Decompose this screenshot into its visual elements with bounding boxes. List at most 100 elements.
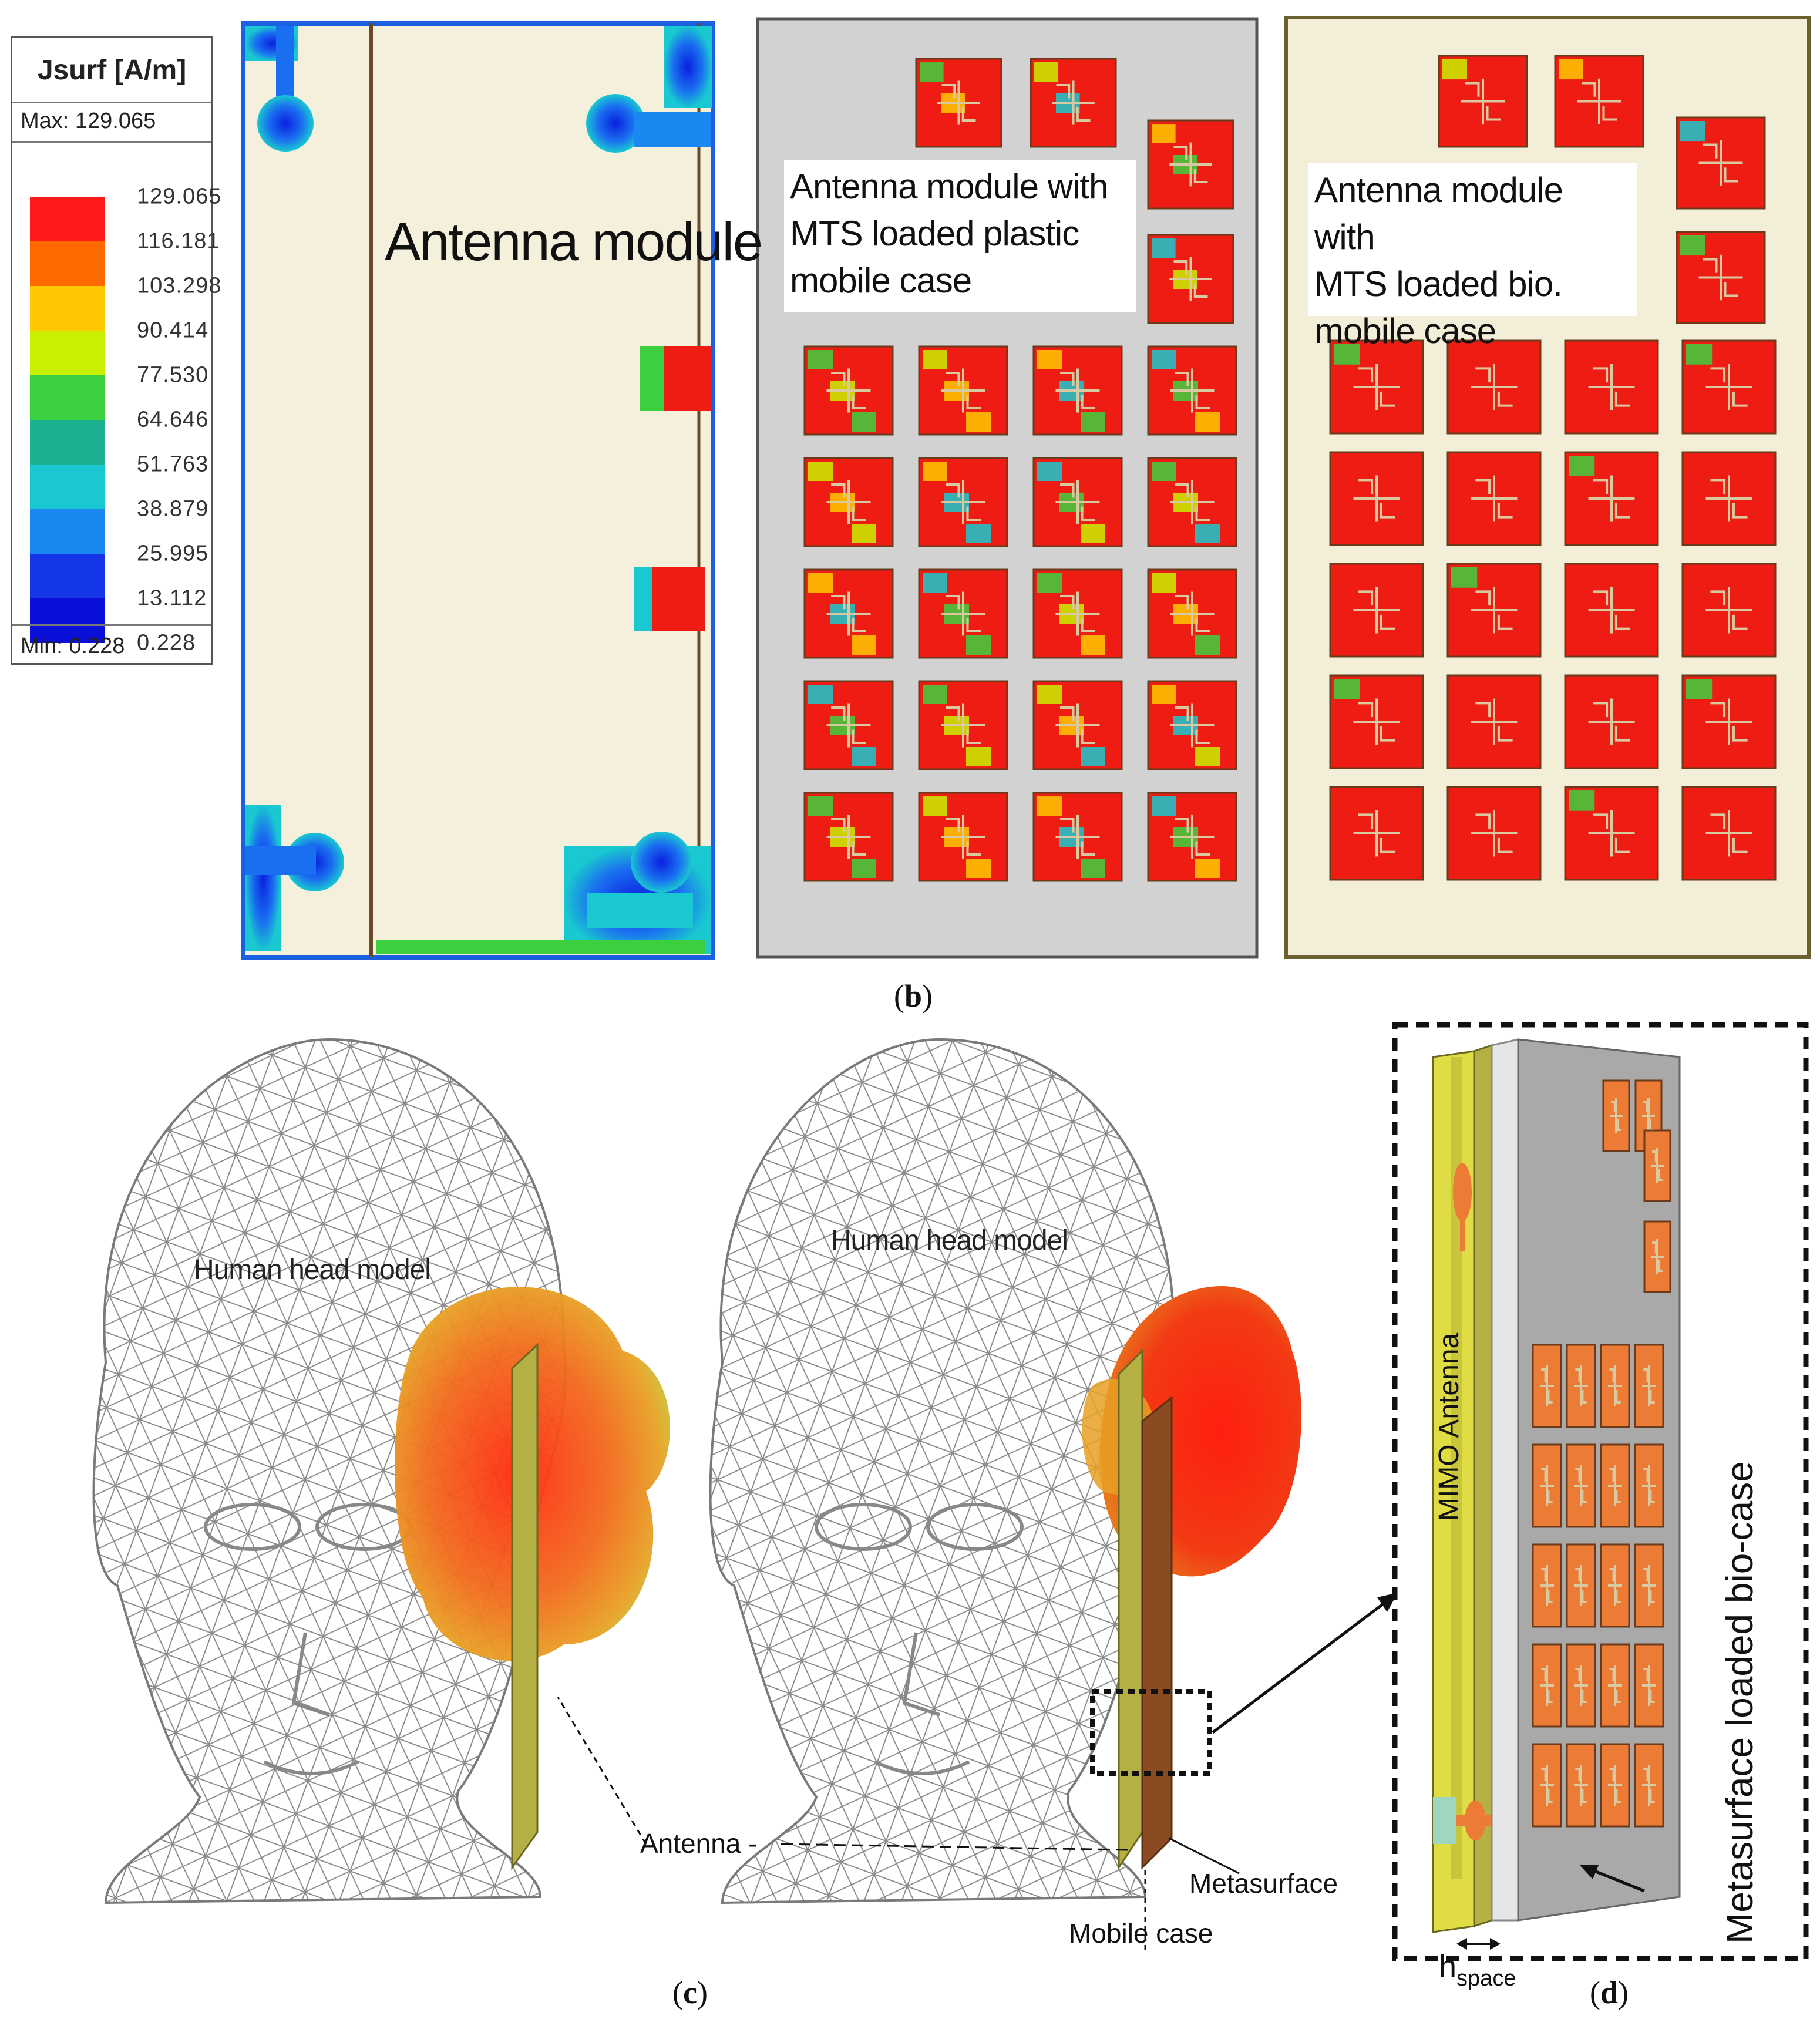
unit-cell: [1030, 58, 1117, 148]
unit-cell: [1446, 674, 1542, 769]
unit-cell: [1634, 1344, 1664, 1428]
legend-swatch: [30, 598, 105, 643]
unit-cell: [918, 457, 1008, 547]
legend-tick-label: 64.646: [137, 407, 209, 432]
unit-cell: [1532, 1743, 1562, 1828]
unit-cell: [1634, 1443, 1664, 1528]
legend-tick-label: 116.181: [137, 228, 220, 254]
legend-swatch: [30, 286, 105, 331]
unit-cell: [1532, 1643, 1562, 1728]
unit-cell: [1600, 1344, 1630, 1428]
unit-cell: [915, 58, 1002, 148]
mimo-antenna-label: MIMO Antenna: [1434, 1332, 1465, 1521]
unit-cell: [1643, 1220, 1671, 1293]
legend-title: Jsurf [A/m]: [12, 38, 211, 103]
unit-cell: [1564, 339, 1659, 435]
unit-cell: [1600, 1543, 1630, 1628]
plastic-case-label: Antenna module with MTS loaded plastic m…: [784, 160, 1136, 312]
head-label-right: Human head model: [831, 1225, 1068, 1256]
mobile-case-callout: Mobile case: [1069, 1918, 1213, 1949]
unit-cell: [1564, 563, 1659, 658]
unit-cell: [803, 345, 894, 436]
panel-label-c: (c): [672, 1975, 708, 2010]
metasurface-callout: Metasurface: [1189, 1868, 1338, 1899]
unit-cell: [1446, 563, 1542, 658]
legend-tick-label: 103.298: [137, 273, 222, 298]
unit-cell: [1566, 1643, 1596, 1728]
unit-cell: [1564, 674, 1659, 769]
unit-cell: [918, 345, 1008, 436]
unit-cell: [1032, 792, 1123, 882]
unit-cell: [1634, 1743, 1664, 1828]
panel-d-layers: [1432, 1038, 1681, 1950]
legend-tick-label: 90.414: [137, 318, 209, 343]
unit-cell: [1032, 457, 1123, 547]
head-label-left: Human head model: [194, 1254, 431, 1286]
unit-cell: [918, 792, 1008, 882]
metasurface-bio-case-label: Metasurface loaded bio-case: [1718, 1461, 1761, 1944]
unit-cell: [1532, 1344, 1562, 1428]
unit-cell: [803, 680, 894, 770]
antenna-callout: Antenna -: [640, 1828, 758, 1859]
legend-swatch: [30, 554, 105, 598]
unit-cell: [803, 457, 894, 547]
legend-tick-label: 129.065: [137, 184, 222, 209]
legend-tick-label: 77.530: [137, 362, 209, 388]
unit-cell: [918, 680, 1008, 770]
unit-cell: [918, 568, 1008, 659]
unit-cell: [1676, 116, 1766, 210]
unit-cell: [1643, 1129, 1671, 1202]
unit-cell: [1438, 55, 1528, 148]
unit-cell: [803, 568, 894, 659]
legend-swatch: [30, 465, 105, 509]
unit-cell: [1329, 786, 1424, 881]
unit-cell: [1532, 1543, 1562, 1628]
unit-cell: [1600, 1643, 1630, 1728]
legend-tick-label: 0.228: [137, 630, 196, 655]
legend-tick-label: 38.879: [137, 496, 209, 521]
unit-cell: [1532, 1443, 1562, 1528]
unit-cell: [1147, 345, 1237, 436]
antenna-module-label: Antenna module: [385, 212, 763, 272]
legend-swatch: [30, 331, 105, 375]
unit-cell: [1446, 786, 1542, 881]
unit-cell: [1681, 674, 1777, 769]
legend-swatch: [30, 420, 105, 465]
hspace-label: hspace: [1439, 1949, 1516, 1991]
legend-tick-label: 25.995: [137, 541, 209, 566]
panel-label-b: (b): [893, 978, 933, 1014]
unit-cell: [1329, 563, 1424, 658]
head-model-left: [92, 1038, 670, 1904]
unit-cell: [1329, 339, 1424, 435]
unit-cell: [1329, 451, 1424, 546]
legend-min: Min: 0.228: [12, 624, 211, 667]
unit-cell: [1681, 786, 1777, 881]
legend-swatch: [30, 241, 105, 286]
unit-cell: [1600, 1443, 1630, 1528]
unit-cell: [1566, 1344, 1596, 1428]
bio-case-label: Antenna module with MTS loaded bio. mobi…: [1308, 163, 1637, 351]
unit-cell: [1446, 339, 1542, 435]
unit-cell: [1147, 457, 1237, 547]
unit-cell: [1554, 55, 1644, 148]
unit-cell: [1602, 1079, 1630, 1152]
legend-swatch: [30, 197, 105, 241]
unit-cell: [1634, 1543, 1664, 1628]
panel-label-d: (d): [1589, 1975, 1629, 2010]
unit-cell: [1681, 339, 1777, 435]
legend-swatch: [30, 375, 105, 420]
unit-cell: [1147, 119, 1234, 210]
unit-cell: [1032, 345, 1123, 436]
bio-case-panel: [1284, 16, 1811, 959]
unit-cell: [1681, 563, 1777, 658]
unit-cell: [1564, 786, 1659, 881]
unit-cell: [1634, 1643, 1664, 1728]
unit-cell: [1564, 451, 1659, 546]
unit-cell: [1147, 568, 1237, 659]
unit-cell: [1600, 1743, 1630, 1828]
legend-tick-label: 13.112: [137, 585, 207, 611]
unit-cell: [1147, 234, 1234, 324]
unit-cell: [1566, 1543, 1596, 1628]
